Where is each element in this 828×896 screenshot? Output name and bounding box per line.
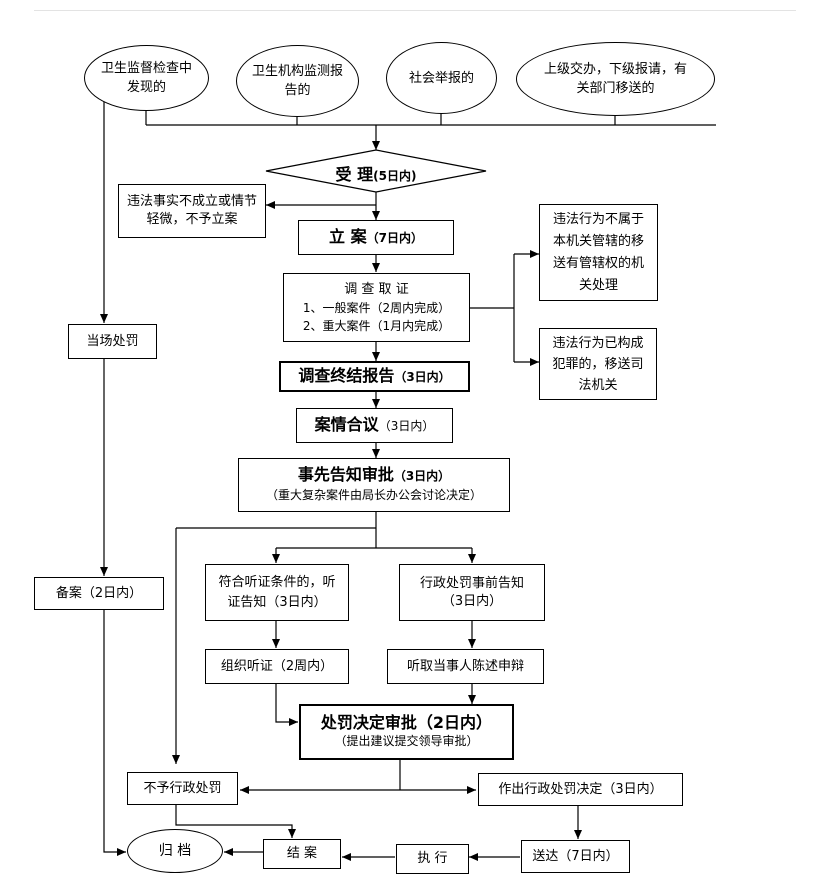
archive-text: 归 档 — [158, 842, 192, 859]
decision-approval-title: 处罚决定审批（2日内） — [320, 713, 493, 732]
accept-time: (5日内) — [373, 169, 417, 183]
transfer-judicial-text: 违法行为已构成犯罪的，移送司法机关 — [552, 335, 644, 393]
investigate-title: 调 查 取 证 — [344, 281, 409, 297]
archive-oval: 归 档 — [127, 829, 223, 873]
decision-approval-box: 处罚决定审批（2日内） （提出建议提交领导审批） — [299, 704, 514, 760]
file-case-time: （7日内） — [366, 230, 423, 245]
decision-approval-note: （提出建议提交领导审批） — [334, 734, 479, 748]
admin-notice-box: 行政处罚事前告知 （3日内） — [399, 564, 545, 621]
make-decision-text: 作出行政处罚决定（3日内） — [498, 781, 663, 797]
source-inspection: 卫生监督检查中发现的 — [84, 45, 209, 111]
close-case-text: 结 案 — [286, 846, 318, 861]
hear-defense-box: 听取当事人陈述申辩 — [387, 649, 544, 684]
source-inspection-label: 卫生监督检查中发现的 — [101, 61, 193, 95]
prior-notice-note: （重大复杂案件由局长办公会讨论决定） — [265, 488, 482, 502]
final-report-title: 调查终结报告 — [298, 365, 395, 385]
execute-box: 执 行 — [396, 844, 469, 874]
hearing-notice-box: 符合听证条件的，听证告知（3日内） — [205, 564, 349, 621]
record-text: 备案（2日内） — [55, 585, 143, 601]
accept-diamond — [265, 149, 487, 193]
investigate-box: 调 查 取 证 1、一般案件（2周内完成） 2、重大案件（1月内完成） — [283, 273, 470, 342]
prior-notice-time: （3日内） — [393, 469, 451, 483]
source-public-report-label: 社会举报的 — [408, 70, 474, 86]
on-site-penalty-text: 当场处罚 — [86, 333, 139, 349]
investigate-line-1: 1、一般案件（2周内完成） — [302, 300, 451, 315]
source-referral: 上级交办，下级报请，有关部门移送的 — [516, 42, 715, 116]
source-monitoring-label: 卫生机构监测报告的 — [251, 64, 343, 98]
hear-defense-text: 听取当事人陈述申辩 — [406, 658, 524, 674]
execute-text: 执 行 — [417, 851, 448, 866]
no-penalty-box: 不予行政处罚 — [127, 772, 238, 805]
admin-notice-line-1: 行政处罚事前告知 — [419, 575, 524, 591]
file-case-title: 立 案 — [329, 226, 367, 246]
source-monitoring: 卫生机构监测报告的 — [236, 45, 359, 117]
investigate-line-2: 2、重大案件（1月内完成） — [302, 318, 451, 333]
accept-label: 受 理(5日内) — [300, 161, 452, 184]
transfer-jurisdiction-box: 违法行为不属于本机关管辖的移送有管辖权的机关处理 — [539, 204, 658, 301]
hearing-notice-text: 符合听证条件的，听证告知（3日内） — [218, 574, 336, 610]
accept-title: 受 理 — [335, 165, 374, 184]
source-public-report: 社会举报的 — [386, 42, 497, 114]
organize-hearing-text: 组织听证（2周内） — [220, 658, 334, 674]
case-discussion-time: （3日内） — [378, 418, 435, 433]
source-referral-label: 上级交办，下级报请，有关部门移送的 — [543, 62, 687, 96]
admin-notice-line-2: （3日内） — [441, 593, 503, 609]
deliver-text: 送达（7日内） — [532, 848, 619, 864]
no-penalty-text: 不予行政处罚 — [143, 780, 222, 796]
organize-hearing-box: 组织听证（2周内） — [205, 649, 349, 684]
prior-notice-box: 事先告知审批（3日内） （重大复杂案件由局长办公会讨论决定） — [238, 458, 510, 512]
case-discussion-title: 案情合议 — [314, 414, 379, 434]
top-divider — [34, 10, 796, 11]
deliver-box: 送达（7日内） — [521, 840, 630, 873]
transfer-jurisdiction-text: 违法行为不属于本机关管辖的移送有管辖权的机关处理 — [552, 211, 644, 293]
on-site-penalty-box: 当场处罚 — [68, 324, 157, 359]
case-discussion-box: 案情合议（3日内） — [296, 408, 453, 443]
close-case-box: 结 案 — [263, 839, 341, 869]
final-report-box: 调查终结报告（3日内） — [279, 361, 470, 392]
final-report-time: （3日内） — [394, 369, 451, 384]
record-box: 备案（2日内） — [34, 577, 164, 610]
prior-notice-title: 事先告知审批 — [297, 465, 394, 484]
make-decision-box: 作出行政处罚决定（3日内） — [478, 773, 683, 806]
not-filed-box: 违法事实不成立或情节轻微，不予立案 — [118, 184, 266, 238]
file-case-box: 立 案（7日内） — [298, 220, 454, 255]
not-filed-text: 违法事实不成立或情节轻微，不予立案 — [126, 194, 257, 227]
transfer-judicial-box: 违法行为已构成犯罪的，移送司法机关 — [539, 328, 657, 400]
